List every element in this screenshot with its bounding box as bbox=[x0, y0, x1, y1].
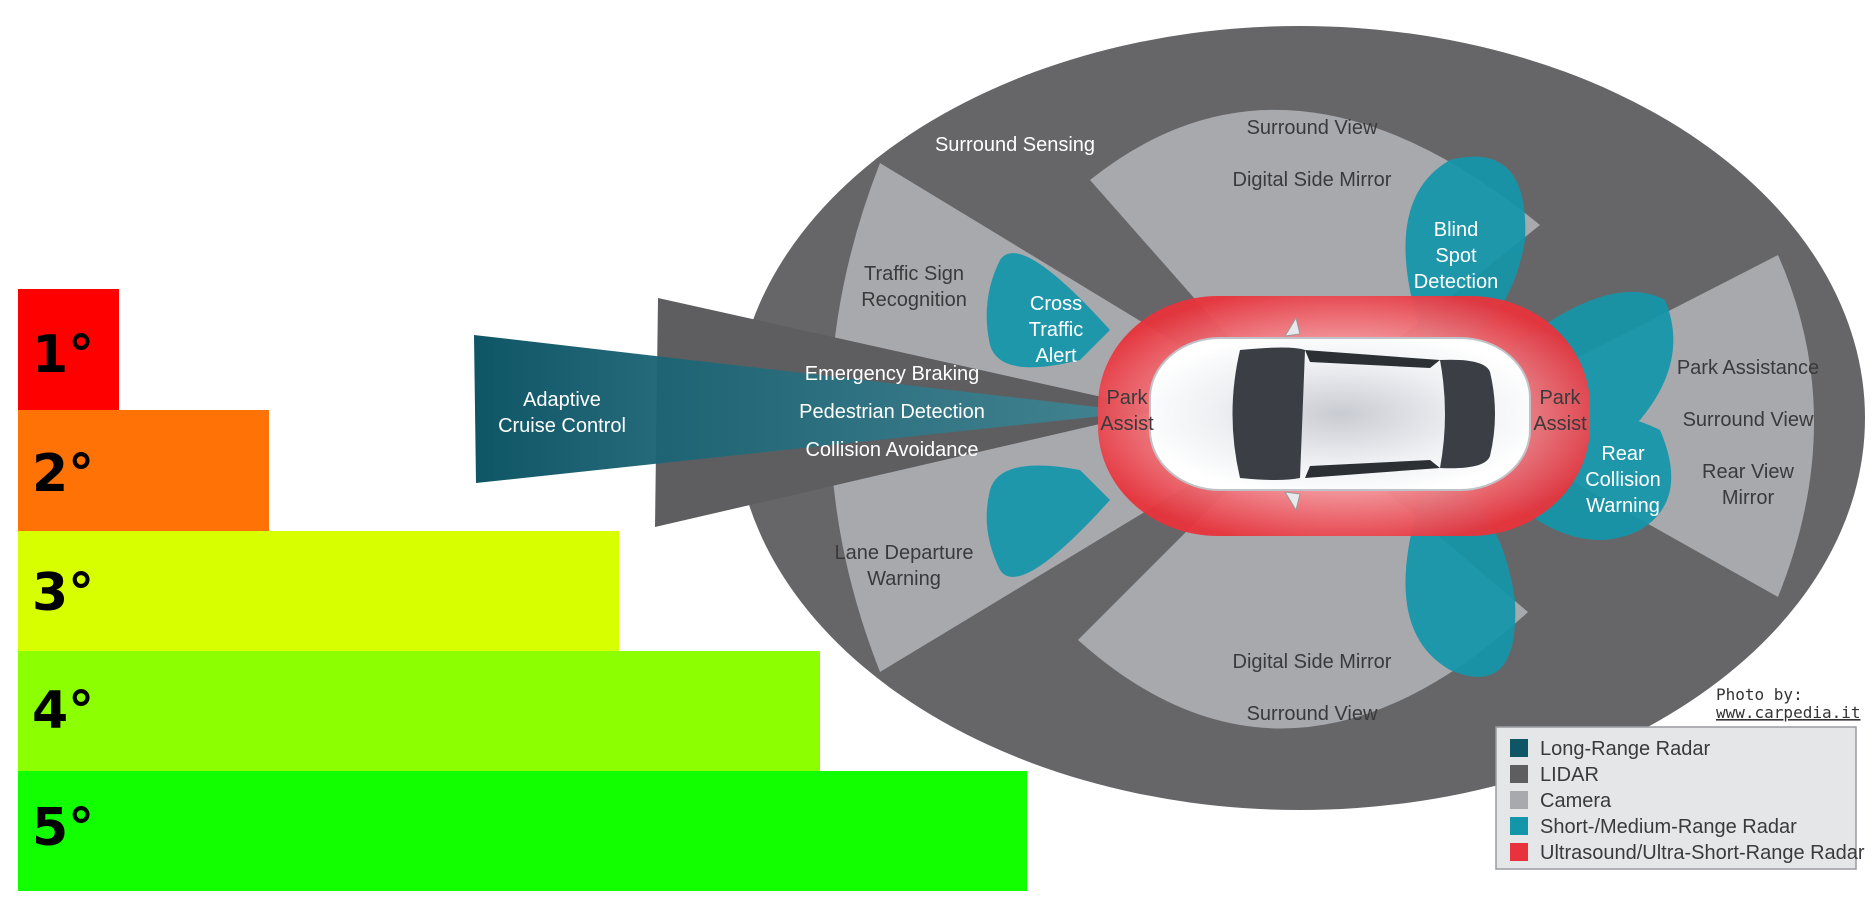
mirror-top bbox=[1284, 316, 1301, 337]
lane-departure-label-2: Warning bbox=[867, 568, 941, 590]
cross-traffic-label-3: Alert bbox=[1035, 345, 1077, 367]
level-5-label: 5° bbox=[32, 798, 94, 858]
cross-traffic-lobe-top bbox=[986, 253, 1110, 368]
front-bottom-surround-view-label: Surround View bbox=[1247, 703, 1378, 725]
rear-view-mirror-label-1: Rear View bbox=[1702, 461, 1794, 483]
collision-avoidance-label: Collision Avoidance bbox=[805, 439, 978, 461]
legend-swatch-lidar bbox=[1510, 765, 1528, 783]
level-2-label: 2° bbox=[32, 444, 94, 504]
car-graphic bbox=[1149, 316, 1531, 512]
blind-spot-label-1: Blind bbox=[1434, 219, 1478, 241]
park-assist-rear-label-2: Assist bbox=[1533, 413, 1587, 435]
park-assist-front-label-2: Assist bbox=[1100, 413, 1154, 435]
rear-view-mirror-label-2: Mirror bbox=[1722, 487, 1775, 509]
level-bar-2-fill bbox=[18, 410, 269, 531]
rear-surround-view-label: Surround View bbox=[1683, 409, 1814, 431]
legend-swatch-short-medium-radar bbox=[1510, 817, 1528, 835]
level-bar-2: 2° bbox=[18, 410, 269, 531]
cross-traffic-label-2: Traffic bbox=[1029, 319, 1083, 341]
legend-label-short-medium-radar: Short-/Medium-Range Radar bbox=[1540, 816, 1797, 838]
level-bar-4: 4° bbox=[18, 651, 820, 771]
emergency-braking-label: Emergency Braking bbox=[805, 363, 980, 385]
rear-collision-label-3: Warning bbox=[1586, 495, 1660, 517]
legend-box bbox=[1495, 726, 1857, 870]
photo-credit-label: Photo by: bbox=[1716, 685, 1803, 704]
level-bar-4-fill bbox=[18, 651, 820, 771]
car-windshield bbox=[1232, 347, 1305, 480]
legend-label-ultrasound: Ultrasound/Ultra-Short-Range Radar bbox=[1540, 842, 1865, 864]
surround-sensing-label: Surround Sensing bbox=[935, 134, 1095, 156]
level-bar-1: 1° bbox=[18, 289, 119, 410]
level-bar-3-fill bbox=[18, 531, 619, 651]
traffic-sign-label-1: Traffic Sign bbox=[864, 263, 964, 285]
level-3-label: 3° bbox=[32, 563, 94, 623]
legend: Long-Range Radar LIDAR Camera Short-/Med… bbox=[1495, 726, 1865, 870]
legend-swatch-long-range-radar bbox=[1510, 739, 1528, 757]
park-assist-front-label-1: Park bbox=[1106, 387, 1148, 409]
legend-label-camera: Camera bbox=[1540, 790, 1612, 812]
adaptive-cruise-label-2: Cruise Control bbox=[498, 415, 626, 437]
legend-swatch-camera bbox=[1510, 791, 1528, 809]
rear-collision-label-1: Rear bbox=[1601, 443, 1645, 465]
blind-spot-label-2: Spot bbox=[1435, 245, 1477, 267]
front-bottom-side-mirror-label: Digital Side Mirror bbox=[1233, 651, 1392, 673]
legend-swatch-ultrasound bbox=[1510, 843, 1528, 861]
cross-traffic-lobe-bottom bbox=[986, 465, 1110, 577]
cross-traffic-label-1: Cross bbox=[1030, 293, 1082, 315]
park-assist-rear-label-1: Park bbox=[1539, 387, 1581, 409]
level-bar-5-fill bbox=[18, 771, 1027, 891]
legend-label-long-range-radar: Long-Range Radar bbox=[1540, 738, 1710, 760]
lane-departure-label-1: Lane Departure bbox=[835, 542, 974, 564]
level-1-label: 1° bbox=[32, 325, 94, 385]
car-side-window-top bbox=[1305, 350, 1440, 368]
level-bar-1-fill bbox=[18, 289, 119, 410]
car-side-window-bottom bbox=[1305, 460, 1440, 478]
long-range-radar-cone bbox=[474, 335, 1140, 483]
front-bottom-camera-zone bbox=[1078, 418, 1528, 729]
front-top-side-mirror-label: Digital Side Mirror bbox=[1233, 169, 1392, 191]
level-4-label: 4° bbox=[32, 681, 94, 741]
rear-collision-label-2: Collision bbox=[1585, 469, 1661, 491]
front-top-surround-view-label: Surround View bbox=[1247, 117, 1378, 139]
legend-label-lidar: LIDAR bbox=[1540, 764, 1599, 786]
level-bars: 1° 2° 3° 4° 5° bbox=[18, 289, 1027, 891]
mirror-bottom bbox=[1284, 491, 1301, 512]
pedestrian-detection-label: Pedestrian Detection bbox=[799, 401, 985, 423]
adaptive-cruise-label-1: Adaptive bbox=[523, 389, 601, 411]
traffic-sign-label-2: Recognition bbox=[861, 289, 967, 311]
blind-spot-label-3: Detection bbox=[1414, 271, 1499, 293]
car-rear-window bbox=[1440, 359, 1495, 469]
rear-park-assistance-label: Park Assistance bbox=[1677, 357, 1819, 379]
level-bar-3: 3° bbox=[18, 531, 619, 651]
level-bar-5: 5° bbox=[18, 771, 1027, 891]
photo-credit-link[interactable]: www.carpedia.it bbox=[1716, 703, 1861, 722]
